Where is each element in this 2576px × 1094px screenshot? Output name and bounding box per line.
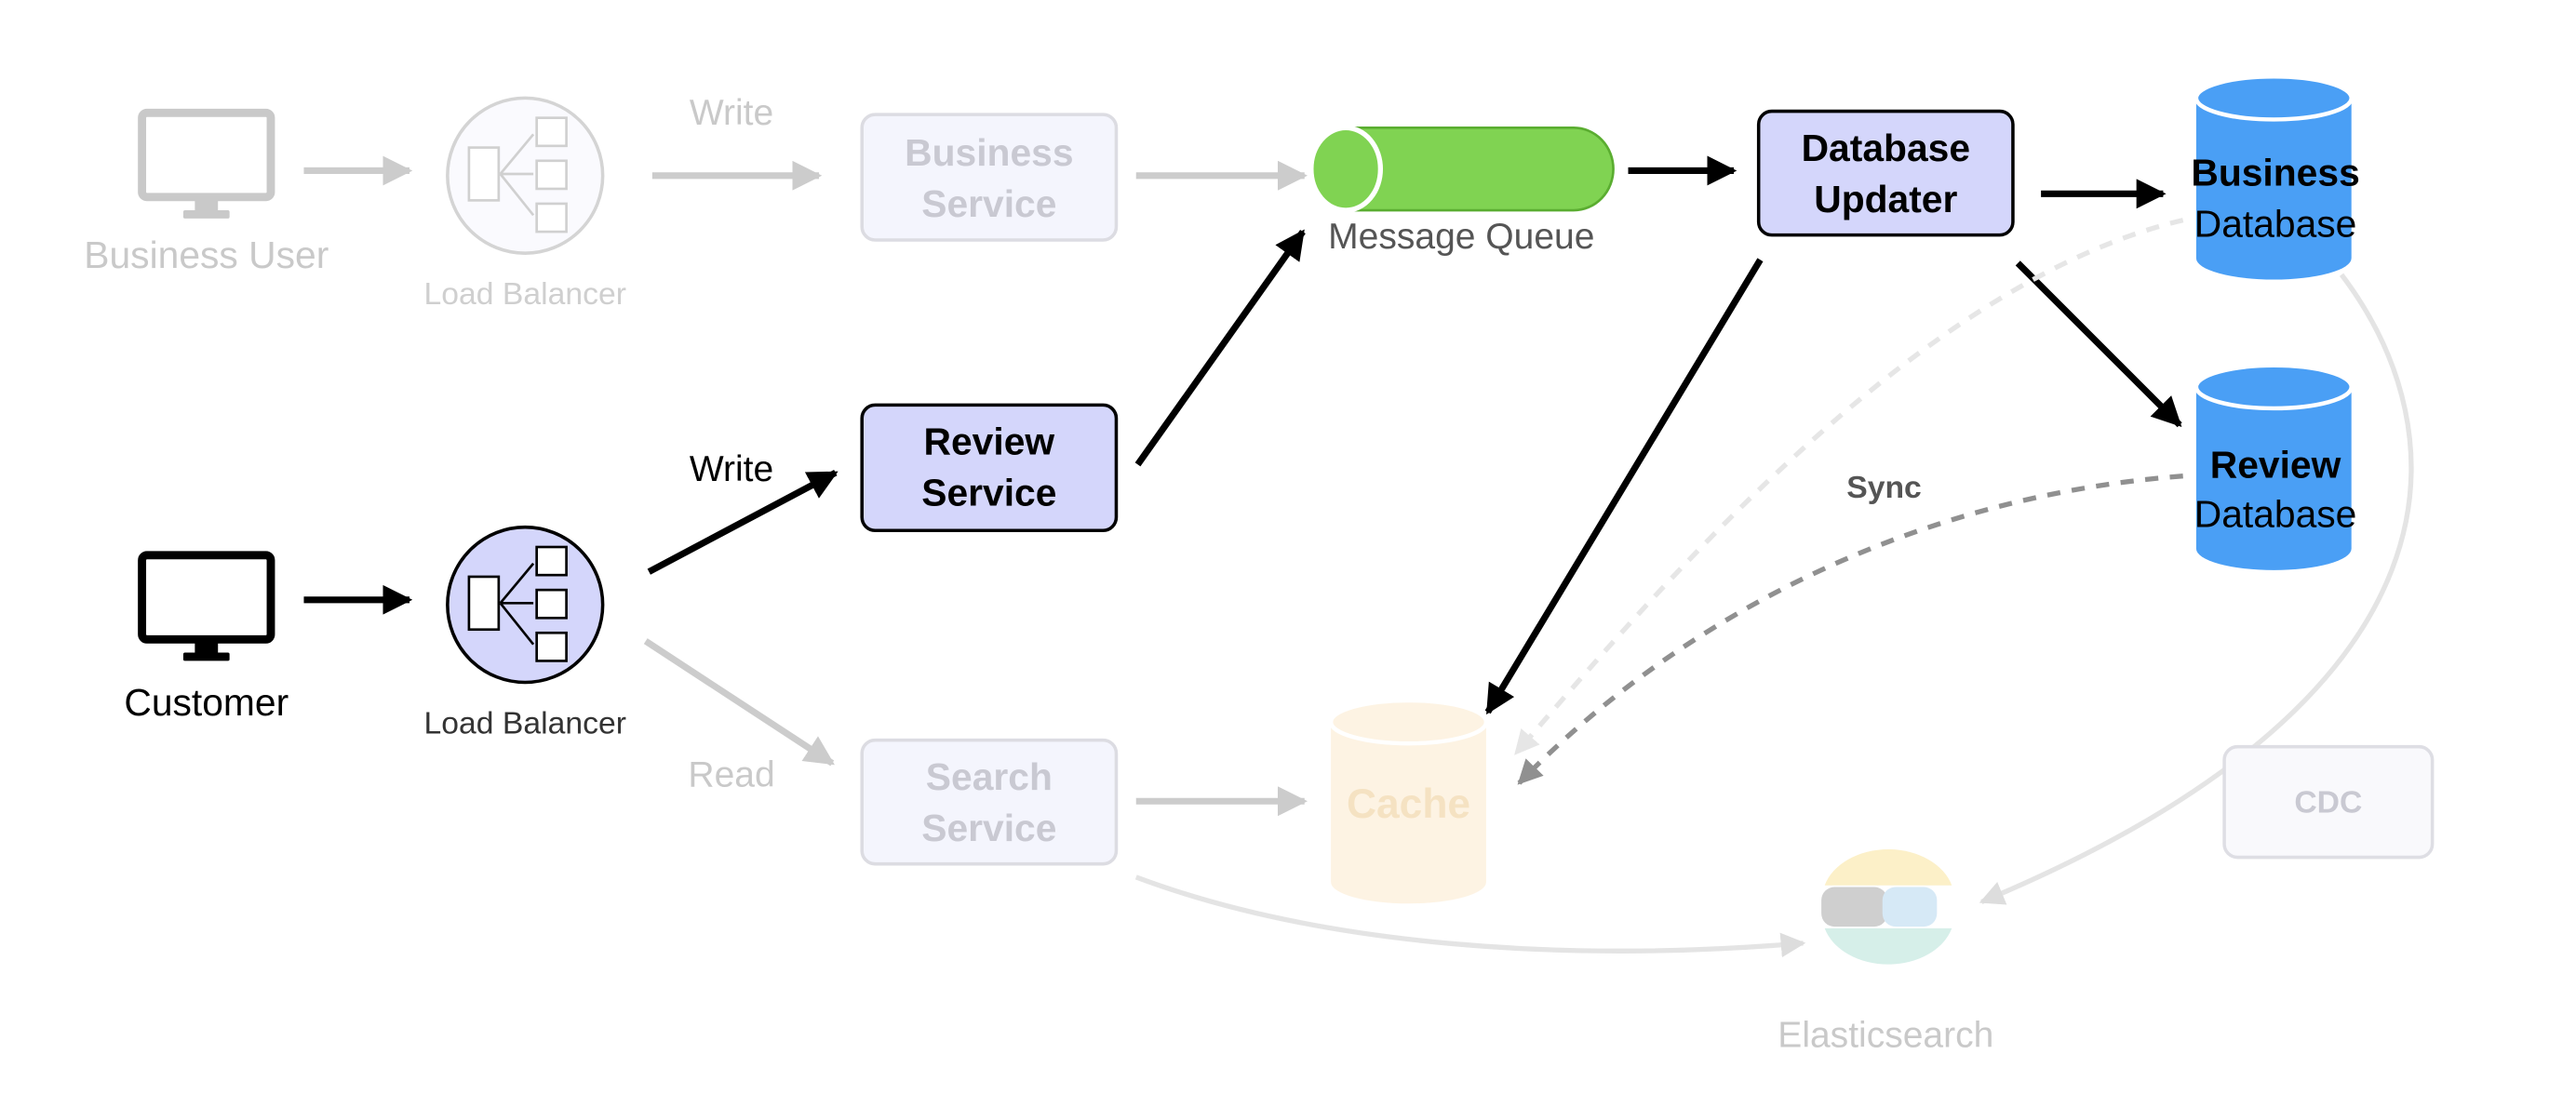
business-service-line1: Business (905, 131, 1073, 174)
business-database-line1: Business (2191, 151, 2359, 193)
database-icon (2194, 74, 2354, 280)
load-balancer-icon (446, 96, 605, 255)
load-balancer-top-label: Load Balancer (424, 276, 626, 312)
elasticsearch-node: Elasticsearch (1778, 848, 1993, 1056)
database-updater-node: Database Updater (1756, 109, 2015, 237)
sync-curve-review-db-to-cache (1517, 474, 2183, 785)
arrow-db-updater-to-review-db (2015, 260, 2182, 428)
business-service-node: Business Service (860, 113, 1119, 242)
review-service-line2: Service (921, 472, 1056, 514)
review-database-line2: Database (2194, 493, 2357, 536)
review-service-node: Review Service (860, 403, 1119, 533)
arrow-lb-to-search-service (643, 638, 835, 767)
search-service-node: Search Service (860, 738, 1119, 866)
arrow-lb-to-review-service (647, 470, 839, 575)
business-user-node: Business User (84, 108, 329, 276)
load-balancer-bottom-node: Load Balancer (424, 525, 626, 741)
business-service-line2: Service (921, 182, 1056, 225)
database-updater-line2: Updater (1814, 178, 1957, 220)
review-database-line1: Review (2210, 443, 2341, 486)
curve-search-service-to-elasticsearch (1134, 874, 1806, 958)
load-balancer-bottom-label: Load Balancer (424, 706, 626, 741)
database-updater-line1: Database (1802, 127, 1970, 169)
elasticsearch-label: Elasticsearch (1778, 1016, 1993, 1056)
cdc-node: CDC (2222, 744, 2435, 860)
search-service-line1: Search (926, 755, 1053, 798)
message-queue-label: Message Queue (1328, 217, 1594, 257)
business-user-label: Business User (84, 233, 329, 276)
message-queue-node: Message Queue (1308, 125, 1615, 257)
sync-curve-business-db-to-cache (1513, 218, 2184, 755)
review-database-node: Review Database (2194, 363, 2357, 570)
write-label-mid: Write (690, 449, 773, 489)
monitor-icon (138, 108, 275, 219)
arrow-review-service-to-queue (1134, 229, 1306, 467)
customer-label: Customer (124, 681, 288, 724)
review-service-line1: Review (924, 420, 1055, 463)
database-icon (1328, 698, 1489, 904)
load-balancer-top-node: Load Balancer (424, 96, 626, 312)
curve-business-db-to-elasticsearch (1979, 273, 2414, 905)
cache-label: Cache (1347, 781, 1470, 827)
read-label: Read (688, 754, 774, 794)
customer-node: Customer (124, 551, 288, 724)
cache-node: Cache (1328, 698, 1489, 904)
queue-icon (1308, 125, 1615, 213)
load-balancer-icon (446, 525, 605, 685)
cdc-label: CDC (2294, 785, 2362, 820)
elasticsearch-logo-icon (1821, 848, 1952, 965)
monitor-icon (138, 551, 275, 661)
business-database-node: Business Database (2191, 74, 2360, 280)
arrow-db-updater-to-cache (1484, 258, 1764, 715)
sync-label: Sync (1846, 470, 1922, 505)
write-label-top: Write (690, 93, 773, 133)
database-icon (2194, 363, 2354, 570)
search-service-line2: Service (921, 807, 1056, 849)
business-database-line2: Database (2194, 202, 2357, 245)
